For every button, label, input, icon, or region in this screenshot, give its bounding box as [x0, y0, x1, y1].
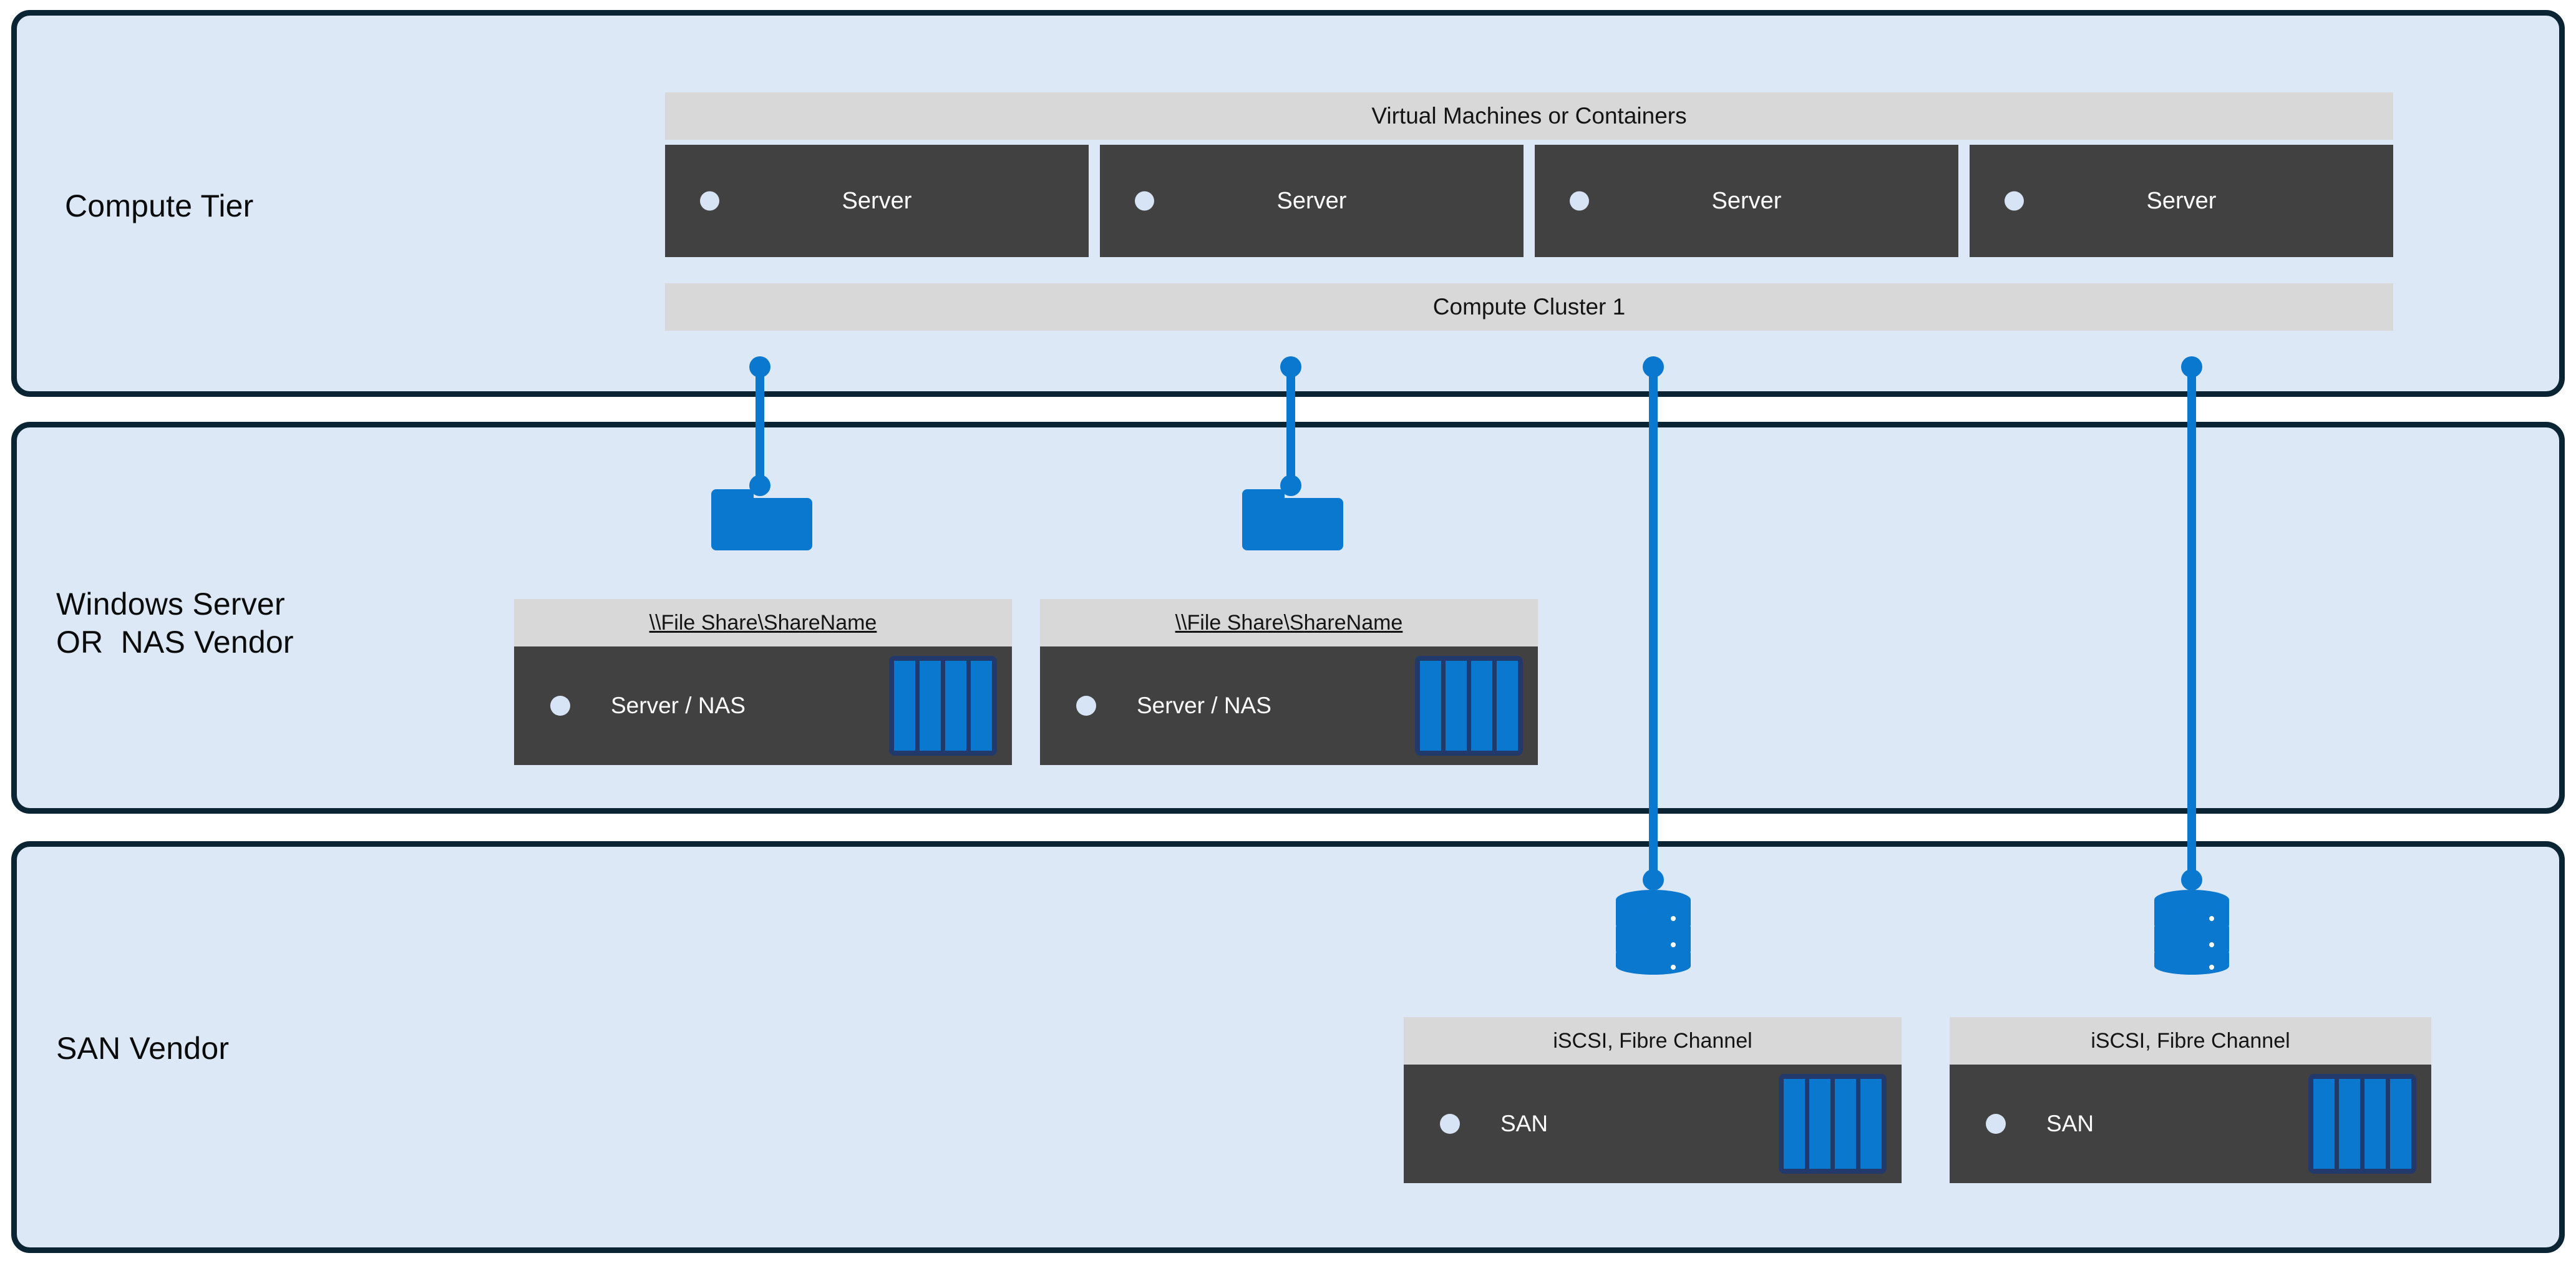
san-node-1-label: SAN: [1500, 1111, 1548, 1136]
compute-server-1[interactable]: Server: [665, 145, 1089, 257]
tier-label-compute: Compute Tier: [65, 188, 254, 223]
drive-bay-icon: [2390, 1079, 2411, 1169]
drive-bay-array: [1779, 1074, 1887, 1174]
status-led-icon: [1986, 1114, 2006, 1134]
compute-server-3[interactable]: Server: [1535, 145, 1958, 257]
san-node-2-body: SAN: [1950, 1065, 2431, 1183]
drive-bay-icon: [1446, 661, 1467, 751]
compute-server-4-label: Server: [2146, 187, 2217, 214]
drive-bay-icon: [894, 661, 915, 751]
drive-bay-array: [889, 656, 997, 756]
file-share-node-2[interactable]: \\File Share\ShareName Server / NAS: [1040, 599, 1538, 765]
drive-bay-icon: [1497, 661, 1518, 751]
drive-bay-icon: [945, 661, 966, 751]
compute-server-1-label: Server: [842, 187, 912, 214]
compute-server-4[interactable]: Server: [1970, 145, 2393, 257]
status-led-icon: [1440, 1114, 1460, 1134]
drive-bay-array: [1415, 656, 1523, 756]
server-row: Server Server Server Server: [665, 145, 2393, 257]
tier-label-san: SAN Vendor: [56, 1031, 230, 1066]
san-node-2-header: iSCSI, Fibre Channel: [1950, 1017, 2431, 1065]
drive-bay-icon: [1420, 661, 1441, 751]
file-share-node-1-header: \\File Share\ShareName: [514, 599, 1012, 646]
drive-bay-icon: [2313, 1079, 2335, 1169]
drive-bay-icon: [1809, 1079, 1830, 1169]
file-share-node-1-body: Server / NAS: [514, 646, 1012, 765]
status-led-icon: [1076, 696, 1096, 716]
drive-bay-icon: [2365, 1079, 2386, 1169]
status-led-icon: [1570, 191, 1589, 211]
drive-bay-icon: [1835, 1079, 1856, 1169]
cluster-header-band: Virtual Machines or Containers: [665, 92, 2393, 140]
tier-label-file-server: Windows Server OR NAS Vendor: [56, 587, 294, 660]
folder-icon: [1238, 485, 1343, 554]
status-led-icon: [700, 191, 719, 211]
file-share-path: \\File Share\ShareName: [649, 610, 877, 635]
file-share-path: \\File Share\ShareName: [1175, 610, 1403, 635]
drive-bay-icon: [1784, 1079, 1805, 1169]
file-share-node-2-body: Server / NAS: [1040, 646, 1538, 765]
drive-bay-icon: [971, 661, 992, 751]
database-cylinder-icon: [1616, 886, 1691, 981]
san-node-1[interactable]: iSCSI, Fibre Channel SAN: [1404, 1017, 1902, 1183]
status-led-icon: [2005, 191, 2024, 211]
cluster-footer-band: Compute Cluster 1: [665, 283, 2393, 331]
file-share-node-1-label: Server / NAS: [611, 693, 746, 718]
compute-server-3-label: Server: [1711, 187, 1782, 214]
file-share-node-2-label: Server / NAS: [1137, 693, 1271, 718]
compute-server-2-label: Server: [1276, 187, 1347, 214]
san-node-2[interactable]: iSCSI, Fibre Channel SAN: [1950, 1017, 2431, 1183]
drive-bay-array: [2308, 1074, 2416, 1174]
status-led-icon: [1135, 191, 1154, 211]
database-cylinder-icon: [2154, 886, 2229, 981]
compute-cluster-group: Virtual Machines or Containers Server Se…: [665, 92, 2393, 331]
status-led-icon: [550, 696, 570, 716]
file-share-node-2-header: \\File Share\ShareName: [1040, 599, 1538, 646]
drive-bay-icon: [1471, 661, 1492, 751]
drive-bay-icon: [1860, 1079, 1882, 1169]
drive-bay-icon: [920, 661, 941, 751]
folder-icon: [707, 485, 812, 554]
san-node-1-body: SAN: [1404, 1065, 1902, 1183]
san-node-2-label: SAN: [2046, 1111, 2094, 1136]
drive-bay-icon: [2339, 1079, 2360, 1169]
compute-server-2[interactable]: Server: [1100, 145, 1524, 257]
file-share-node-1[interactable]: \\File Share\ShareName Server / NAS: [514, 599, 1012, 765]
san-node-1-header: iSCSI, Fibre Channel: [1404, 1017, 1902, 1065]
